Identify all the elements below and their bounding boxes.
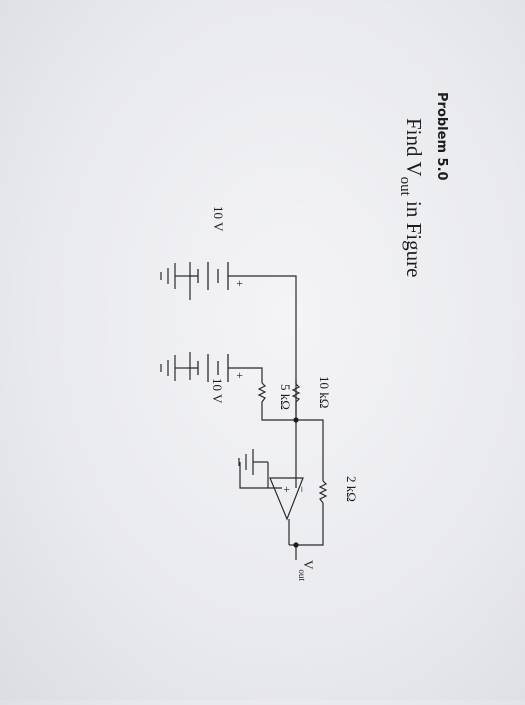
- battery-1: [190, 262, 229, 290]
- wire-node-to-feedback: [296, 419, 324, 481]
- problem-instruction: Find Vout in Figure: [397, 118, 426, 277]
- opamp-triangle: [269, 477, 304, 521]
- component-labels: + + 10 V 10 V 10 kΩ 5 kΩ 2 kΩ Vout: [210, 206, 359, 581]
- instruction-suffix: in Figure: [402, 196, 426, 278]
- ground-icon: [160, 263, 190, 289]
- resistor-10k-label: 10 kΩ: [317, 376, 332, 408]
- ground-symbols: [160, 263, 269, 488]
- battery2-plus: +: [233, 372, 247, 379]
- header-text-group: Problem 5.0 Find Vout in Figure: [397, 92, 449, 277]
- output-node: [293, 542, 299, 548]
- battery1-plus: +: [233, 280, 247, 287]
- resistors: [257, 380, 328, 504]
- resistor-10k: [291, 383, 301, 403]
- resistor-2k-label: 2 kΩ: [344, 476, 359, 502]
- opamp-noninverting-label: +: [280, 486, 294, 493]
- opamp-inverting-label: −: [295, 486, 309, 493]
- output-v: V: [301, 560, 316, 570]
- battery1-label: 10 V: [211, 206, 226, 232]
- summing-node: [293, 417, 299, 423]
- wire-battery2-to-r5k: [228, 367, 263, 383]
- output-subscript: out: [297, 569, 307, 581]
- junction-dots: [293, 417, 299, 548]
- battery2-label: 10 V: [210, 378, 225, 404]
- circuit-wires: [189, 262, 324, 560]
- ground-icon: [160, 355, 190, 381]
- wire-battery1-to-node: [228, 275, 297, 420]
- output-label: Vout: [297, 560, 316, 581]
- problem-label: Problem 5.0: [434, 92, 449, 181]
- wire-r5k-to-node: [261, 405, 296, 421]
- battery-2: [190, 354, 229, 382]
- resistor-2k: [318, 480, 328, 504]
- instruction-subscript: out: [397, 177, 413, 197]
- opamp: − +: [269, 477, 309, 521]
- instruction-prefix: Find V: [402, 118, 426, 177]
- wire-feedback-to-output: [296, 503, 324, 546]
- resistor-5k: [257, 382, 267, 405]
- resistor-5k-label: 5 kΩ: [278, 384, 293, 410]
- ground-icon: [238, 449, 269, 488]
